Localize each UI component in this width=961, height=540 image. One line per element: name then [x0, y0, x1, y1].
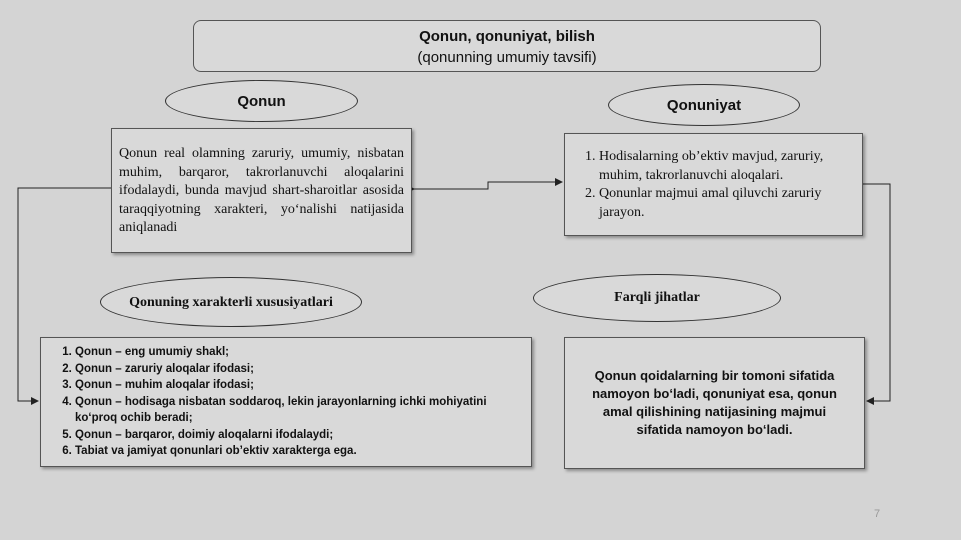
qonun-definition-box: Qonun real olamning zaruriy, umumiy, nis…	[111, 128, 412, 253]
list-item: Qonun – eng umumiy shakl;	[75, 344, 523, 361]
farqli-box: Qonun qoidalarning bir tomoni sifatida n…	[564, 337, 865, 469]
page-number: 7	[874, 508, 881, 520]
qonun-definition-text: Qonun real olamning zaruriy, umumiy, nis…	[119, 146, 404, 235]
farqli-text: Qonun qoidalarning bir tomoni sifatida n…	[592, 368, 837, 437]
list-item: Tabiat va jamiyat qonunlari ob’ektiv xar…	[75, 443, 523, 460]
list-item: Qonun – hodisaga nisbatan soddaroq, leki…	[75, 394, 523, 427]
qonuniyat-label: Qonuniyat	[666, 96, 742, 114]
qonuniyat-list: Hodisalarning ob’ektiv mavjud, zaruriy, …	[573, 148, 854, 222]
title-main: Qonun, qonuniyat, bilish	[419, 28, 595, 45]
list-item: Qonun – barqaror, doimiy aloqalarni ifod…	[75, 427, 523, 444]
left-elbow-arrow	[17, 187, 111, 405]
xususiyatlar-list: Qonun – eng umumiy shakl; Qonun – zaruri…	[49, 344, 523, 460]
title-box: Qonun, qonuniyat, bilish (qonunning umum…	[193, 20, 821, 72]
double-arrow-connector	[407, 178, 563, 193]
qonun-label: Qonun	[237, 92, 286, 110]
right-elbow-arrow	[863, 183, 891, 405]
xarakterli-label: Qonuning xarakterli xususiyatlari	[129, 294, 333, 310]
list-item: Qonun – muhim aloqalar ifodasi;	[75, 377, 523, 394]
list-item: Hodisalarning ob’ektiv mavjud, zaruriy, …	[599, 148, 854, 185]
title-sub: (qonunning umumiy tavsifi)	[417, 49, 597, 66]
farqli-label: Farqli jihatlar	[614, 290, 700, 305]
qonun-ellipse: Qonun	[165, 80, 358, 122]
qonuniyat-box: Hodisalarning ob’ektiv mavjud, zaruriy, …	[564, 133, 863, 236]
farqli-ellipse: Farqli jihatlar	[533, 274, 781, 322]
list-item: Qonunlar majmui amal qiluvchi zaruriy ja…	[599, 185, 854, 222]
xarakterli-ellipse: Qonuning xarakterli xususiyatlari	[100, 277, 362, 327]
xususiyatlar-box: Qonun – eng umumiy shakl; Qonun – zaruri…	[40, 337, 532, 467]
qonuniyat-ellipse: Qonuniyat	[608, 84, 800, 126]
list-item: Qonun – zaruriy aloqalar ifodasi;	[75, 361, 523, 378]
